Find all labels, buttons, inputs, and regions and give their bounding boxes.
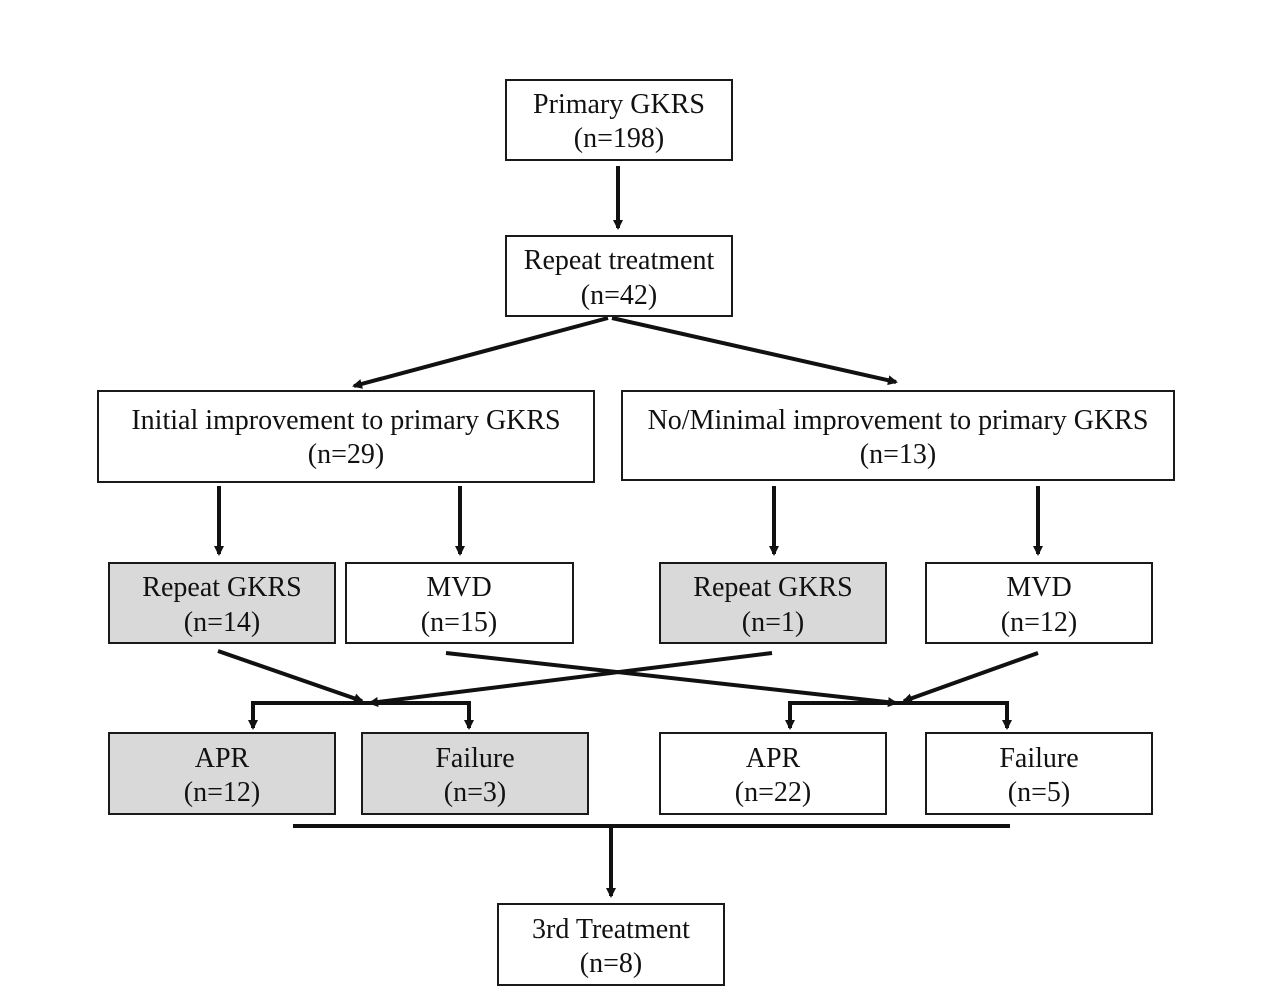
node-count: (n=15) (421, 607, 497, 638)
node-initial-improvement: Initial improvement to primary GKRS (n=2… (97, 390, 595, 483)
node-box (497, 903, 725, 986)
node-box (505, 79, 733, 161)
node-count: (n=3) (444, 777, 506, 808)
node-count: (n=22) (735, 777, 811, 808)
node-third-treatment: 3rd Treatment (n=8) (497, 903, 725, 986)
node-mvd-apr: APR (n=22) (659, 732, 887, 815)
node-box (659, 562, 887, 644)
node-count: (n=14) (184, 607, 260, 638)
node-primary-gkrs: Primary GKRS (n=198) (505, 79, 733, 161)
node-count: (n=42) (581, 280, 657, 311)
node-count: (n=29) (308, 439, 384, 470)
node-box (621, 390, 1175, 481)
node-count: (n=198) (574, 123, 664, 154)
edges (214, 166, 1043, 898)
node-gkrs-apr: APR (n=12) (108, 732, 336, 815)
node-box (108, 562, 336, 644)
node-title: MVD (1006, 572, 1071, 603)
edge-repeat-to-initial (352, 316, 609, 389)
node-box (97, 390, 595, 483)
node-title: Failure (435, 743, 514, 774)
edge-minimal-repeat-gkrs-to-junction (368, 651, 773, 707)
node-title: No/Minimal improvement to primary GKRS (648, 405, 1149, 436)
node-repeat-treatment: Repeat treatment (n=42) (505, 235, 733, 317)
node-title: Repeat GKRS (142, 572, 301, 603)
node-title: MVD (426, 572, 491, 603)
node-count: (n=1) (742, 607, 804, 638)
node-box (659, 732, 887, 815)
node-box (505, 235, 733, 317)
edge-initial-mvd-to-junction (445, 651, 898, 708)
node-box (361, 732, 589, 815)
node-title: 3rd Treatment (532, 914, 690, 945)
node-initial-repeat-gkrs: Repeat GKRS (n=14) (108, 562, 336, 644)
node-minimal-mvd: MVD (n=12) (925, 562, 1153, 644)
node-box (925, 732, 1153, 815)
node-title: APR (195, 743, 250, 774)
edge-initial-repeat-gkrs-to-junction (217, 649, 364, 704)
node-no-minimal-improvement: No/Minimal improvement to primary GKRS (… (621, 390, 1175, 481)
edge-minimal-mvd-to-junction (902, 651, 1039, 704)
node-title: Initial improvement to primary GKRS (131, 405, 560, 436)
node-box (925, 562, 1153, 644)
node-minimal-repeat-gkrs: Repeat GKRS (n=1) (659, 562, 887, 644)
node-count: (n=12) (184, 777, 260, 808)
edge-mvd-bracket (788, 701, 1009, 726)
node-count: (n=8) (580, 948, 642, 979)
node-title: APR (746, 743, 801, 774)
edge-repeat-to-minimal (611, 316, 898, 386)
node-count: (n=12) (1001, 607, 1077, 638)
node-count: (n=13) (860, 439, 936, 470)
node-title: Repeat GKRS (693, 572, 852, 603)
node-box (345, 562, 574, 644)
edge-gkrs-bracket (251, 701, 471, 726)
node-title: Failure (999, 743, 1078, 774)
node-initial-mvd: MVD (n=15) (345, 562, 574, 644)
node-title: Repeat treatment (524, 245, 715, 276)
node-count: (n=5) (1008, 777, 1070, 808)
node-title: Primary GKRS (533, 89, 705, 120)
node-mvd-failure: Failure (n=5) (925, 732, 1153, 815)
node-gkrs-failure: Failure (n=3) (361, 732, 589, 815)
node-box (108, 732, 336, 815)
